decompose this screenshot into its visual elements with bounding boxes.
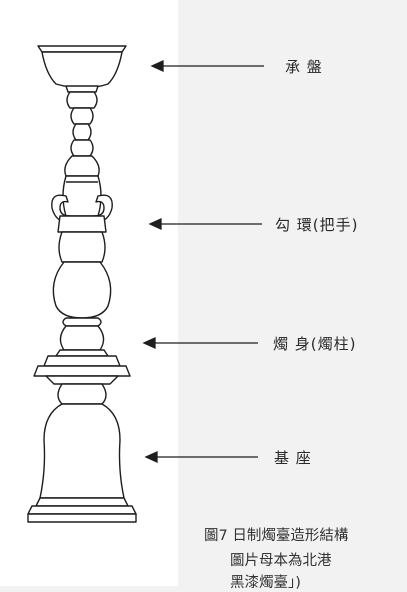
caption-line-3: 黑漆燭臺」) [230,575,301,591]
neck-bead-2 [70,107,94,125]
lower-knob [59,325,105,351]
foot-step-1 [35,497,129,507]
neck-bead-1 [66,91,98,109]
arrow-head-body [142,336,156,350]
flange-1 [55,349,109,357]
arrow-head-handle [148,217,162,231]
large-bulb [52,261,112,319]
arrow-head-base [144,450,158,464]
lower-knob-cap [62,317,102,327]
base-body [39,403,125,499]
middle-ring [57,215,107,233]
flange-4 [45,375,119,385]
flange-2 [43,355,121,367]
foot-plinth [27,513,137,523]
neck-bead-4 [70,139,94,157]
flange-3 [33,365,131,377]
top-plate-rim [37,45,127,53]
leader-lines [142,59,264,464]
label-base: 基 座 [274,449,312,467]
middle-drum [58,231,106,263]
foot-step-2 [27,505,137,515]
candlestick-drawing [27,45,137,523]
label-handle-ring: 勾 環(把手) [275,216,359,234]
top-plate-collar [65,85,99,93]
label-top-plate: 承 盤 [285,58,323,76]
label-candle-body: 燭 身(燭柱) [273,335,357,353]
upper-vase-shoulder [64,155,100,177]
top-plate-bowl [41,51,123,89]
base-waist [57,383,107,405]
caption-line-1: 圖7 日制燭臺造形結構 [204,528,349,544]
neck-bead-3 [72,123,92,141]
arrow-head-top-plate [150,59,164,73]
caption-line-2: 圖片母本為北港 [230,553,332,569]
